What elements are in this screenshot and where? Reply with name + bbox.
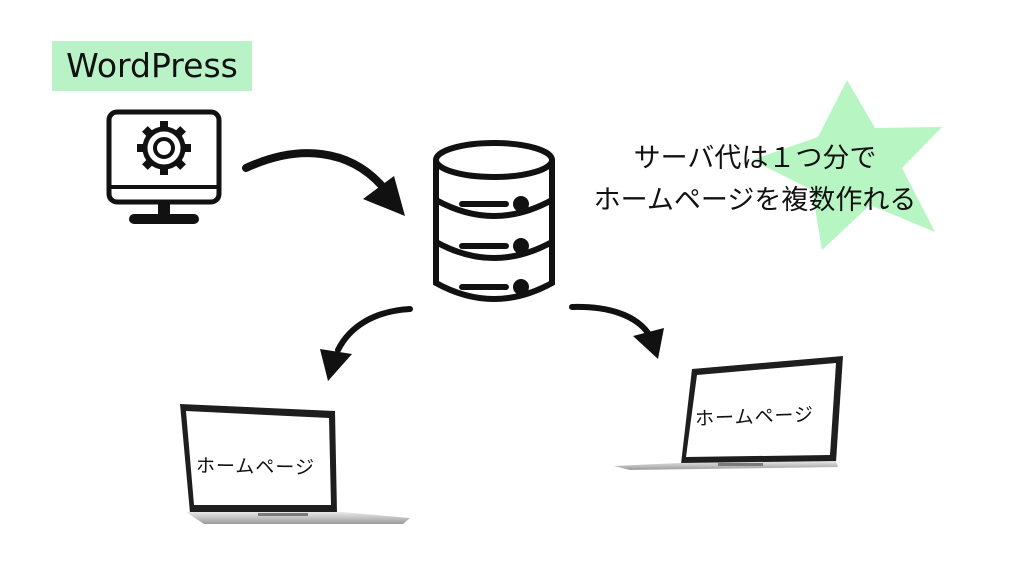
callout-line-1: サーバ代は１つ分で	[633, 143, 877, 174]
curved-arrow-icon	[320, 306, 413, 381]
callout-line-2: ホームページを複数作れる	[593, 185, 917, 216]
laptop-icon	[614, 356, 843, 470]
right-laptop-screen-text: ホームページ	[694, 403, 815, 431]
laptop-icon	[180, 404, 410, 524]
database-server-icon	[433, 140, 555, 302]
left-laptop-screen-text: ホームページ	[195, 454, 316, 480]
callout-text: サーバ代は１つ分で ホームページを複数作れる	[575, 138, 935, 222]
curved-arrow-icon	[569, 303, 664, 359]
wordpress-label: WordPress	[52, 41, 252, 91]
star-burst-icon	[752, 80, 942, 250]
monitor-gear-icon	[106, 109, 222, 224]
curved-arrow-icon	[242, 149, 405, 216]
